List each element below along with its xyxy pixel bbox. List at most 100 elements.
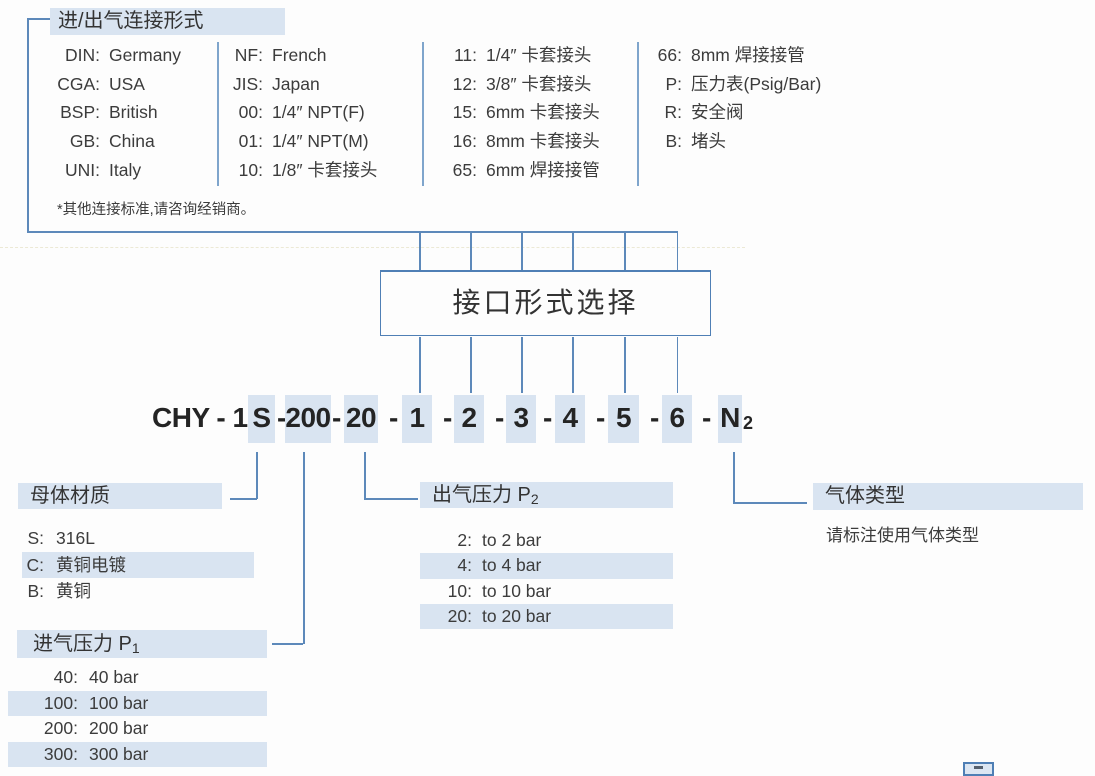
connection-row: CGAUSA [20,70,181,99]
option-label: 316L [56,528,95,548]
gas-type-note: 请标注使用气体类型 [826,526,979,545]
connector-line [419,337,421,393]
connector-line [733,452,735,503]
code-segment: 4 [555,395,585,443]
option-label: 100 bar [89,692,149,713]
code-segment: - [277,402,286,433]
option-label: 200 bar [89,718,149,739]
connection-row: R安全阀 [645,98,821,127]
connection-row: BSP British [20,98,181,127]
outlet-pressure-option: 20to 20 bar [420,603,673,630]
connection-label: 6mm 卡套接头 [486,102,600,123]
connection-row: 168mm 卡套接头 [437,127,600,156]
connection-row: P压力表(Psig/Bar) [645,70,821,99]
connector-line [364,498,418,500]
connection-label: 1/4″ NPT(F) [272,102,365,123]
code-segment: 20 [344,395,378,443]
connector-line [572,337,574,393]
code-segment: - [596,402,605,433]
connection-row: 123/8″ 卡套接头 [437,70,600,99]
connection-row: NFFrench [218,41,377,70]
connection-label: Japan [272,73,320,94]
connection-row: 11 1/4″ 卡套接头 [437,41,600,70]
code-segment: 200 [285,395,331,443]
connection-label: 1/4″ NPT(M) [272,131,369,152]
connection-code: P [645,70,682,99]
connection-label: French [272,45,327,65]
inlet-pressure-section-title: 进气压力 P1 [17,630,267,658]
option-code: 20 [420,604,472,629]
connector-line [256,452,258,499]
code-segment: 1 [402,395,432,443]
option-label: 黄铜电镀 [56,554,126,575]
option-code: C [22,552,44,579]
connector-line [572,232,574,270]
connection-code: 15 [437,98,477,127]
code-segment: - [443,402,452,433]
connector-line [303,452,305,644]
connector-line [470,232,472,270]
connector-line [521,232,523,270]
gas-type-section-title: 气体类型 [813,483,1083,510]
connection-code: R [645,98,682,127]
connection-label: USA [109,73,145,94]
connection-label: 8mm 焊接接管 [691,45,805,65]
connection-code: 11 [437,41,477,70]
inlet-pressure-option: 300300 bar [8,741,267,768]
connection-code: B [645,127,682,156]
footer-glyph [974,766,983,769]
connection-label: 1/4″ 卡套接头 [486,45,592,65]
connection-label: British [109,102,158,123]
page-footer-clipped-box [963,762,994,776]
code-segment: - [650,402,659,433]
option-label: 300 bar [89,743,149,764]
connector-line [27,18,29,232]
outlet-pressure-option: 10 to 10 bar [420,579,673,604]
connection-label: Germany [109,45,181,65]
connection-code: BSP [20,98,100,127]
material-section-title: 母体材质 [18,483,222,509]
connection-row: 10 1/8″ 卡套接头 [218,156,378,185]
connection-code: UNI [20,156,100,185]
option-code: 10 [420,579,472,604]
option-label: to 2 bar [482,530,542,550]
connection-label: 堵头 [691,131,726,152]
connection-row: 656mm 焊接接管 [437,156,600,185]
connection-column-threads: NFFrenchJISJapan001/4″ NPT(F)011/4″ NPT(… [218,41,378,185]
code-segment: S [248,395,275,443]
connection-code: 10 [218,156,263,185]
connection-row: DINGermany [20,41,181,70]
option-label: to 4 bar [482,555,542,576]
inlet-pressure-option: 200 200 bar [8,716,267,742]
code-segment: - [495,402,504,433]
code-segment: N [718,395,742,443]
material-options: S 316L C 黄铜电镀 B黄铜 [22,525,254,605]
option-code: B [22,578,44,605]
connection-row: GBChina [20,127,181,156]
option-code: S [22,525,44,552]
code-segment: 6 [662,395,692,443]
option-code: 40 [8,665,78,691]
option-label: 40 bar [89,667,139,687]
option-code: 200 [8,716,78,742]
connection-row: 001/4″ NPT(F) [218,98,377,127]
connection-code: 65 [437,156,477,185]
outlet-pressure-option: 4 to 4 bar [420,553,673,579]
inlet-pressure-options: 4040 bar100100 bar200200 bar300300 bar [8,665,267,768]
connection-label: 1/8″ 卡套接头 [272,159,378,180]
option-label: to 10 bar [482,580,552,601]
code-segment: - [543,402,552,433]
connector-line [676,232,678,270]
outlet-title-text: 出气压力 P [432,484,531,506]
connector-line [521,337,523,393]
connection-row: 011/4″ NPT(M) [218,127,377,156]
connection-column-standards: DINGermanyCGAUSABSPBritishGBChinaUNIItal… [20,41,181,185]
connector-line [733,502,807,504]
option-code: 4 [420,553,472,578]
connection-label: 3/8″ 卡套接头 [486,73,592,94]
code-segment: 2 [454,395,484,443]
material-option: B黄铜 [22,578,254,605]
connection-column-accessories: 668mm 焊接接管P压力表(Psig/Bar)R安全阀B堵头 [645,41,822,156]
code-segment: 5 [608,395,639,443]
